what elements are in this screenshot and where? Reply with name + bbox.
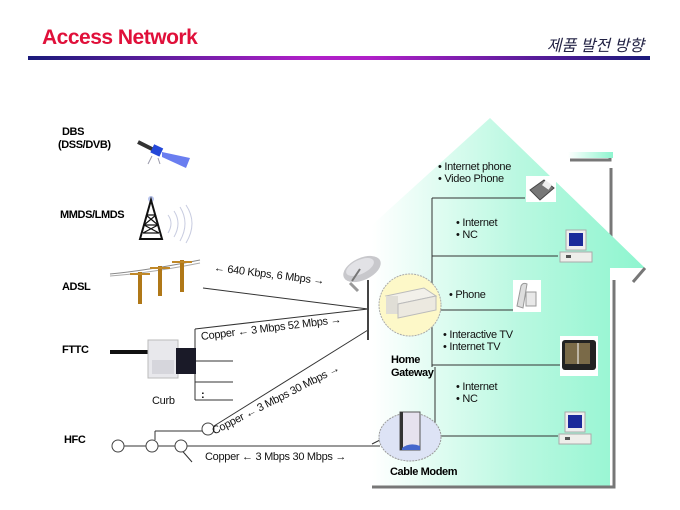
video-phone-icon [526, 176, 556, 202]
radio-tower-icon [138, 196, 193, 244]
service-item: • NC [456, 229, 478, 241]
chimney-top [568, 152, 613, 158]
service-item: • Phone [449, 289, 486, 301]
coax-tap-icon [111, 422, 215, 453]
service-item: • Internet [456, 217, 498, 229]
house-shadow [372, 280, 616, 489]
satellite-dish-icon [343, 255, 381, 293]
home-gateway-icon [378, 273, 442, 337]
desktop-computer-icon [559, 229, 593, 263]
service-item: • Interactive TV [443, 329, 513, 341]
access-label-mmds: MMDS/LMDS [60, 209, 125, 221]
utility-poles-icon [109, 259, 201, 304]
page-subtitle: 제품 발전 방향 [546, 38, 644, 55]
satellite-icon [137, 140, 190, 168]
service-item: • NC [456, 393, 478, 405]
access-label-hfc: HFC [64, 434, 86, 446]
page-title: Access Network [42, 26, 198, 49]
house-shape [372, 118, 647, 489]
service-item: • Internet TV [443, 341, 501, 353]
access-label-adsl: ADSL [62, 281, 91, 293]
access-links [118, 280, 381, 463]
service-list-tv: • Interactive TV • Internet TV [443, 329, 513, 353]
curb-cabinet-icon [110, 339, 196, 379]
cable-modem-label: Cable Modem [390, 466, 458, 478]
service-list-internet-nc-upper: • Internet • NC [456, 217, 498, 241]
access-label-fttc: FTTC [62, 344, 89, 356]
house-body [372, 118, 645, 487]
service-list-phone: • Phone [449, 289, 486, 301]
service-item: • Internet phone [438, 161, 512, 173]
curb-ellipsis: : [201, 389, 205, 401]
television-icon [560, 336, 598, 376]
service-list-internet-nc-lower: • Internet • NC [456, 381, 498, 405]
hfc-lower-speed-label: Copper ← 3 Mbps 30 Mbps → [205, 451, 347, 463]
service-list-internet-phone: • Internet phone • Video Phone [438, 161, 511, 185]
home-gateway-label: Home Gateway [391, 354, 434, 379]
service-item: • Video Phone [438, 173, 504, 185]
desktop-computer-icon [558, 411, 592, 445]
telephone-icon [513, 280, 541, 312]
service-item: • Internet [456, 381, 498, 393]
access-label-dbs: DBS (DSS/DVB) [58, 126, 111, 151]
cable-modem-icon [378, 411, 442, 462]
curb-label: Curb [152, 395, 175, 407]
header-rule [28, 56, 650, 60]
